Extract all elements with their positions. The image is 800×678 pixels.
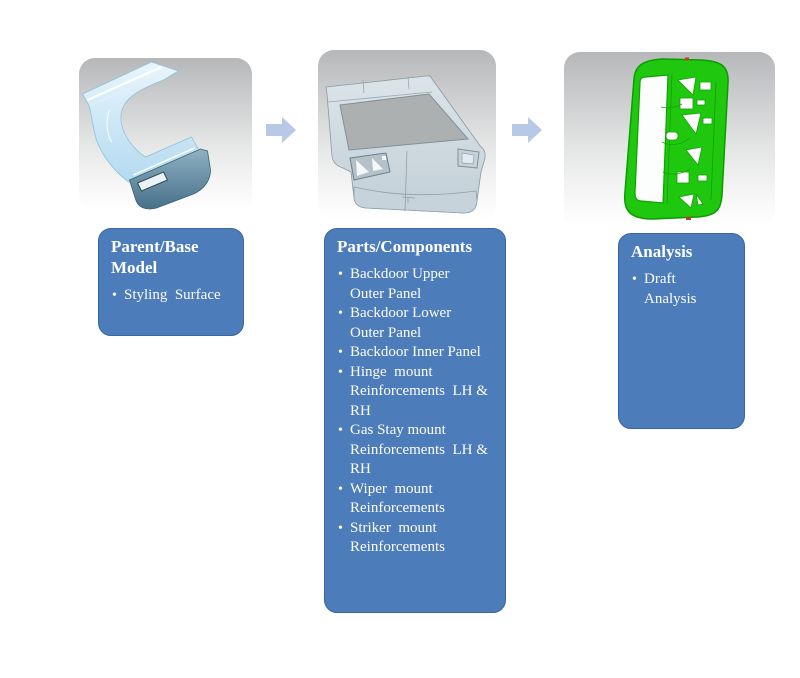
bullet-item: Striker mount Reinforcements bbox=[337, 519, 496, 558]
flow-arrow-icon bbox=[512, 117, 542, 143]
bullet-item: Hinge mount Reinforcements LH & RH bbox=[337, 363, 496, 422]
card-title: Parent/Base Model bbox=[111, 237, 199, 277]
bullet-item: Gas Stay mount Reinforcements LH & RH bbox=[337, 421, 496, 480]
bullet-item: Styling Surface bbox=[111, 286, 234, 306]
card-title: Parts/Components bbox=[337, 237, 473, 256]
styling-surface-render bbox=[81, 61, 211, 210]
flow-arrow-icon bbox=[266, 117, 296, 143]
backdoor-assembly-render bbox=[325, 75, 486, 214]
card-bullet-list: Draft Analysis bbox=[631, 270, 735, 309]
analysis-card: Analysis Draft Analysis bbox=[618, 233, 745, 429]
bullet-item: Backdoor Lower Outer Panel bbox=[337, 304, 496, 343]
card-bullet-list: Styling Surface bbox=[111, 286, 234, 306]
bullet-item: Backdoor Upper Outer Panel bbox=[337, 265, 496, 304]
draft-analysis-render bbox=[623, 57, 729, 220]
draft-analysis-image bbox=[564, 52, 775, 227]
card-bullet-list: Backdoor Upper Outer PanelBackdoor Lower… bbox=[337, 265, 496, 558]
bullet-item: Backdoor Inner Panel bbox=[337, 343, 496, 363]
bullet-item: Draft Analysis bbox=[631, 270, 735, 309]
backdoor-assembly-image bbox=[318, 50, 496, 220]
bullet-item: Wiper mount Reinforcements bbox=[337, 480, 496, 519]
styling-surface-image bbox=[79, 58, 252, 211]
parent-base-model-card: Parent/Base Model Styling Surface bbox=[98, 228, 244, 336]
parts-components-card: Parts/Components Backdoor Upper Outer Pa… bbox=[324, 228, 506, 613]
card-title: Analysis bbox=[631, 242, 693, 261]
